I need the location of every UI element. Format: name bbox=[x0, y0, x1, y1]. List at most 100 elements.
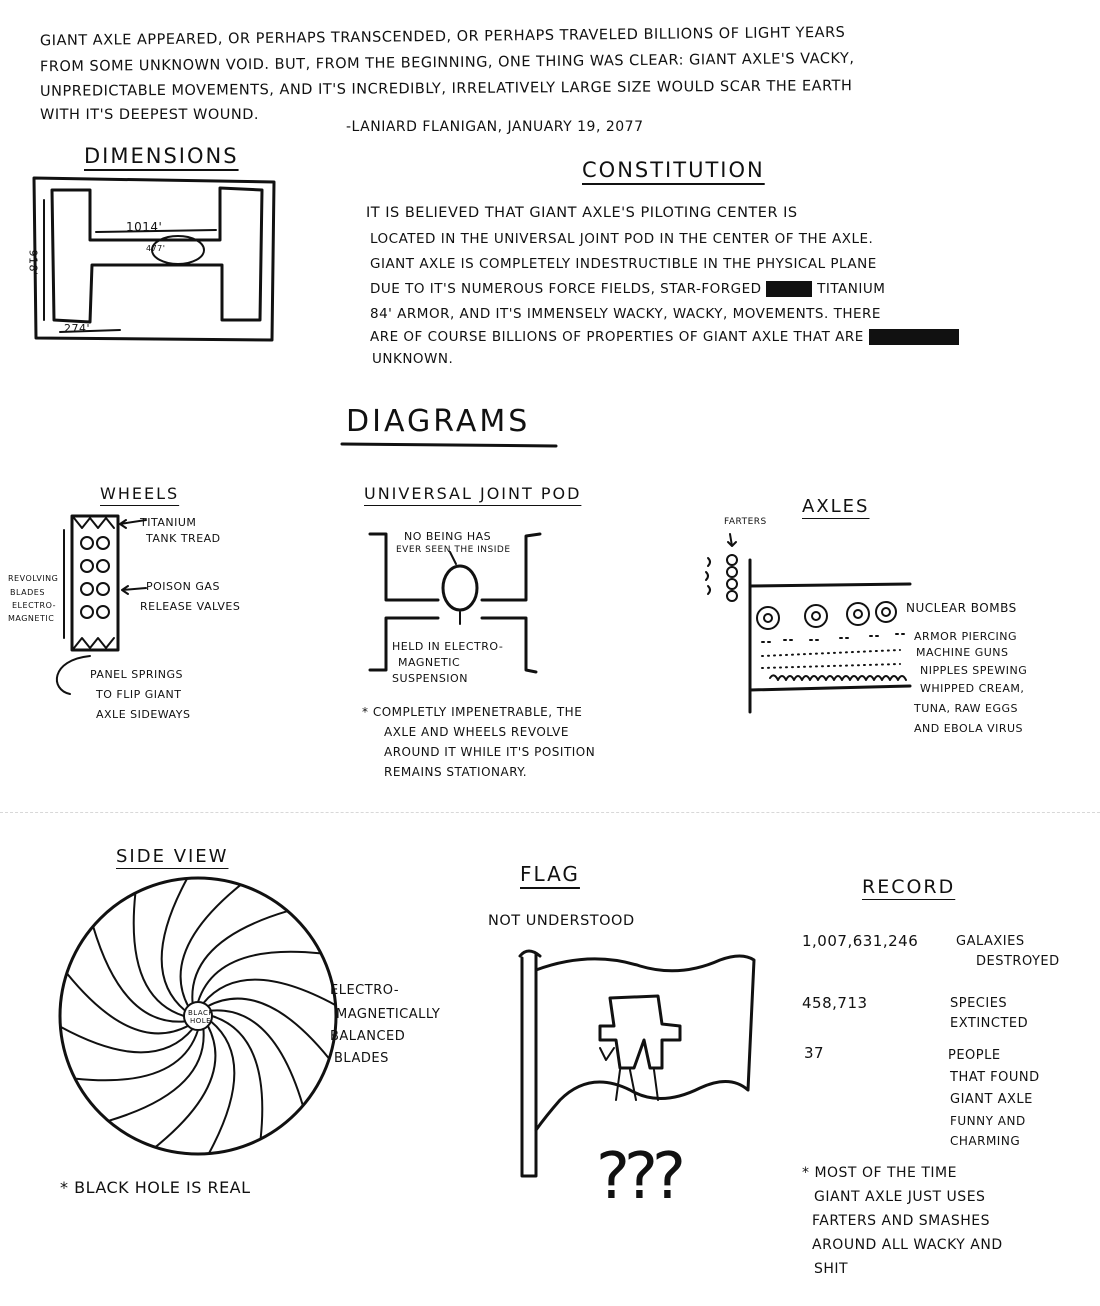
wheel-blade bbox=[198, 952, 321, 1002]
black-hole-line-1: Black bbox=[188, 1009, 214, 1017]
record-label-line: species bbox=[950, 996, 1008, 1011]
wheels-panel-line-3: Axle sideways bbox=[96, 708, 191, 721]
wheel-blade bbox=[108, 1029, 203, 1121]
flag-subtitle: Not understood bbox=[488, 913, 635, 929]
constitution-title: Constitution bbox=[582, 158, 765, 182]
axles-guns-line-2: machine guns bbox=[916, 646, 1009, 659]
record-footnote-line-4: around all wacky and bbox=[812, 1237, 1003, 1253]
axles-guns-line-4: whipped cream, bbox=[920, 682, 1025, 695]
wheels-panel-line-1: Panel springs bbox=[90, 668, 183, 681]
axles-drawing bbox=[700, 530, 920, 720]
black-hole-line-2: Hole bbox=[190, 1017, 212, 1025]
side-view-blades-line-2: magnetically bbox=[336, 1007, 441, 1022]
wheels-panel-line-2: to flip Giant bbox=[96, 688, 182, 701]
side-view-note: * Black hole is real bbox=[60, 1178, 251, 1197]
pod-top-line-1: No being has bbox=[404, 530, 492, 543]
dimensions-height-label: 918' bbox=[26, 249, 40, 276]
wheel-blade bbox=[162, 878, 188, 1010]
wheels-left-line-3: electro- bbox=[12, 601, 57, 610]
axles-guns-line-6: and ebola virus bbox=[914, 722, 1024, 735]
pod-bottom-line-3: suspension bbox=[392, 672, 468, 685]
wheels-poison-line-1: Poison gas bbox=[146, 580, 220, 593]
quote-line-3: unpredictable movements, and it's incred… bbox=[39, 78, 853, 100]
wheels-left-line-4: magnetic bbox=[8, 614, 55, 623]
wheel-blade bbox=[192, 911, 287, 1003]
wheel-blade bbox=[93, 926, 185, 1021]
wheels-left-line-2: blades bbox=[10, 588, 45, 597]
quote-attribution: -Laniard Flanigan, January 19, 2077 bbox=[346, 119, 644, 135]
wheels-left-line-1: Revolving bbox=[8, 574, 59, 583]
quote-line-4: with it's deepest wound. bbox=[40, 107, 259, 123]
wheel-blade bbox=[208, 999, 329, 1059]
pod-top-line-2: ever seen the inside bbox=[396, 545, 511, 555]
dimensions-drawing bbox=[30, 170, 280, 350]
flag-title: Flag bbox=[520, 862, 580, 886]
diagrams-title: Diagrams bbox=[346, 404, 531, 439]
wheels-poison-line-2: release valves bbox=[140, 600, 241, 613]
dimensions-tread-label: 274' bbox=[64, 322, 91, 335]
redaction-bar bbox=[868, 329, 959, 345]
dimensions-width-label: 1014' bbox=[126, 220, 163, 234]
axles-guns-line-3: nipples spewing bbox=[920, 664, 1028, 677]
record-label-line: charming bbox=[950, 1134, 1021, 1148]
side-view-blades-line-4: blades bbox=[334, 1051, 389, 1066]
flag-question-marks: ??? bbox=[596, 1140, 686, 1214]
wheel-blade bbox=[203, 980, 335, 1006]
wheels-drawing bbox=[60, 510, 130, 660]
wheel-blade bbox=[181, 885, 241, 1006]
record-label-line: people bbox=[948, 1048, 1001, 1063]
wheels-titanium-line-2: tank tread bbox=[146, 532, 221, 545]
record-footnote-line-3: farters and smashes bbox=[812, 1213, 990, 1229]
wheels-title: Wheels bbox=[100, 484, 180, 503]
constitution-line-7: unknown. bbox=[372, 351, 454, 367]
record-footnote-line-2: Giant Axle just uses bbox=[814, 1189, 986, 1205]
wheel-blade bbox=[75, 1030, 198, 1080]
side-view-drawing bbox=[48, 870, 348, 1170]
side-view-blades-line-1: Electro- bbox=[330, 983, 400, 998]
axles-guns-line-5: tuna, raw eggs bbox=[914, 702, 1018, 715]
constitution-line-3: Giant Axle is completely indestructible … bbox=[370, 256, 877, 272]
wheel-blade bbox=[212, 1016, 262, 1139]
constitution-line-4b: titanium bbox=[817, 281, 886, 297]
record-label-line: funny and bbox=[950, 1114, 1026, 1128]
record-label-line: that found bbox=[950, 1070, 1040, 1085]
wheels-arrows bbox=[110, 510, 150, 660]
pod-note-line-1: * Completly impenetrable, the bbox=[362, 705, 583, 719]
constitution-line-4: due to it's numerous force fields, star-… bbox=[370, 278, 885, 301]
constitution-line-2: located in the universal joint pod in th… bbox=[370, 231, 874, 247]
record-label-line: extincted bbox=[950, 1016, 1029, 1031]
axles-nuclear-label: Nuclear bombs bbox=[906, 601, 1017, 615]
record-value: 37 bbox=[804, 1044, 825, 1062]
section-divider bbox=[0, 812, 1100, 813]
constitution-line-5: 84' armor, and it's immensely wacky, wac… bbox=[370, 306, 881, 322]
wheel-blade bbox=[60, 1027, 192, 1053]
flag-drawing bbox=[510, 940, 770, 1270]
constitution-line-6: are of course billions of properties of … bbox=[370, 326, 959, 349]
record-title: Record bbox=[862, 876, 956, 898]
diagrams-underline bbox=[340, 440, 560, 450]
constitution-line-4a: due to it's numerous force fields, star-… bbox=[370, 281, 762, 297]
axles-guns-line-1: Armor piercing bbox=[914, 630, 1018, 643]
wheel-blade bbox=[209, 1021, 235, 1153]
axles-title: Axles bbox=[802, 496, 870, 517]
redaction-bar bbox=[766, 281, 813, 297]
wheel-blade bbox=[67, 973, 188, 1033]
record-label-line: destroyed bbox=[976, 954, 1060, 969]
pod-note-line-4: remains stationary. bbox=[384, 765, 528, 779]
record-footnote-line-5: shit bbox=[814, 1261, 849, 1277]
wheel-blade bbox=[134, 893, 184, 1016]
pod-drawing bbox=[366, 520, 546, 690]
record-value: 458,713 bbox=[802, 994, 868, 1012]
side-view-blades-line-3: balanced bbox=[330, 1029, 406, 1044]
pod-bottom-line-1: Held in electro- bbox=[392, 640, 504, 653]
record-footnote-line-1: * Most of the time bbox=[802, 1165, 957, 1181]
record-label-line: Giant Axle bbox=[950, 1092, 1033, 1107]
axles-farters-label: Farters bbox=[724, 517, 767, 527]
pod-note-line-2: axle and wheels revolve bbox=[384, 725, 569, 739]
dimensions-pod-label: 477' bbox=[146, 244, 166, 253]
pod-bottom-line-2: magnetic bbox=[398, 656, 461, 669]
pod-note-line-3: around it while it's position bbox=[384, 745, 596, 759]
pod-title: Universal Joint Pod bbox=[364, 484, 582, 503]
record-value: 1,007,631,246 bbox=[802, 932, 919, 950]
constitution-line-1: It is believed that Giant Axle's pilotin… bbox=[366, 205, 798, 221]
